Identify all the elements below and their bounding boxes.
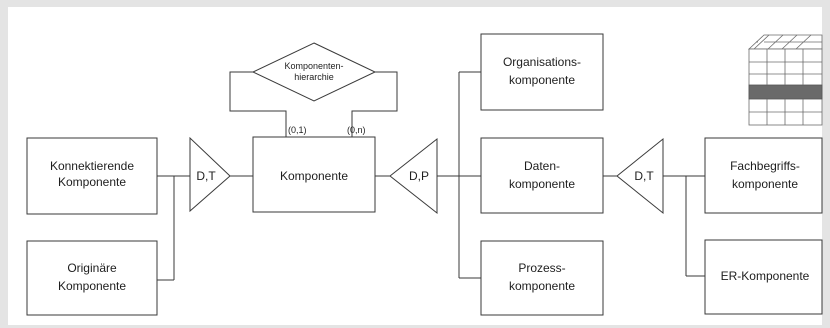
entity-fachbegriffskomponente: Fachbegriffs- komponente <box>704 137 823 214</box>
generalization-middle: D,P <box>389 137 438 215</box>
entity-konnektierende-komponente: Konnektierende Komponente <box>26 137 158 215</box>
generalization-right: D,T <box>616 137 664 215</box>
entity-prozesskomponente: Prozess- komponente <box>480 240 604 316</box>
entity-label-line2: komponente <box>509 279 575 293</box>
relationship-label-line2: hierarchie <box>294 72 334 82</box>
entity-label-line1: Organisations- <box>503 55 581 69</box>
entity-label-line2: komponente <box>509 73 575 87</box>
stacked-cube-icon <box>747 34 823 126</box>
relationship-label-line1: Komponenten- <box>284 61 343 71</box>
entity-originaere-komponente: Originäre Komponente <box>26 240 158 316</box>
entity-organisationskomponente: Organisations- komponente <box>480 33 604 111</box>
entity-label: Komponente <box>280 169 348 183</box>
entity-label-line1: Konnektierende <box>50 159 134 173</box>
generalization-label: D,P <box>409 169 429 183</box>
entity-label-line1: Originäre <box>67 261 117 275</box>
entity-komponente: Komponente <box>252 136 376 213</box>
entity-label-line2: Komponente <box>58 175 126 189</box>
entity-label-line1: Fachbegriffs- <box>730 159 800 173</box>
generalization-label: D,T <box>634 169 654 183</box>
cardinality-right: (0,n) <box>347 125 366 135</box>
entity-datenkomponente: Daten- komponente <box>480 137 604 214</box>
relationship-komponentenhierarchie: Komponenten- hierarchie <box>251 42 377 102</box>
entity-label-line2: komponente <box>509 177 575 191</box>
connector-lines <box>157 71 705 281</box>
entity-label-line1: Prozess- <box>518 261 565 275</box>
entity-label-line1: Daten- <box>524 159 560 173</box>
cardinality-left: (0,1) <box>288 125 307 135</box>
entity-er-komponente: ER-Komponente <box>704 239 823 315</box>
generalization-left: D,T <box>189 136 231 213</box>
generalization-label: D,T <box>196 169 216 183</box>
entity-label-line2: Komponente <box>58 279 126 293</box>
entity-label: ER-Komponente <box>721 269 810 283</box>
entity-label-line2: komponente <box>732 177 798 191</box>
